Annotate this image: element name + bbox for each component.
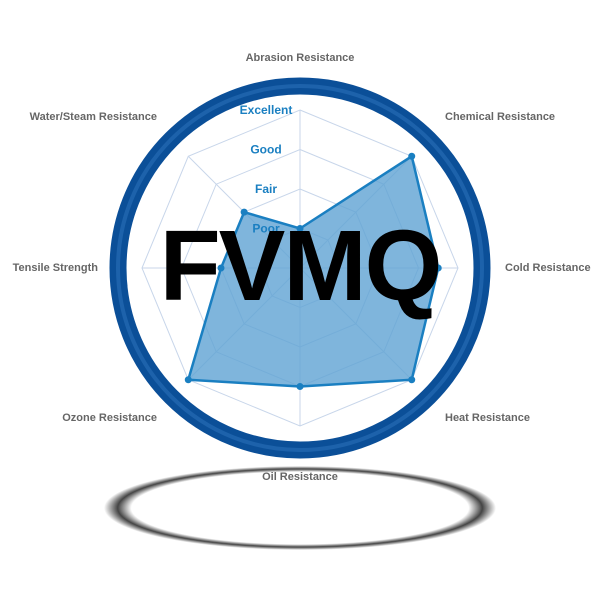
data-point[interactable]	[434, 264, 442, 272]
level-label: Poor	[252, 222, 280, 236]
level-label: Fair	[255, 182, 277, 196]
shadow	[104, 466, 496, 550]
axis-label: Heat Resistance	[445, 412, 530, 424]
axis-label: Cold Resistance	[505, 262, 591, 274]
axis-label: Chemical Resistance	[445, 111, 555, 123]
axis-label: Abrasion Resistance	[246, 52, 355, 64]
data-point[interactable]	[217, 264, 225, 272]
chart-title: FVMQ	[159, 210, 443, 322]
data-point[interactable]	[408, 152, 416, 160]
data-point[interactable]	[296, 383, 304, 390]
data-point[interactable]	[296, 225, 304, 232]
data-point[interactable]	[408, 376, 416, 384]
data-point[interactable]	[240, 208, 248, 216]
axis-label: Ozone Resistance	[62, 412, 157, 424]
axis-label: Tensile Strength	[13, 262, 99, 274]
level-label: Good	[250, 143, 281, 157]
data-point[interactable]	[184, 376, 192, 384]
axis-label: Oil Resistance	[262, 471, 338, 483]
level-label: Excellent	[240, 103, 293, 117]
axis-label: Water/Steam Resistance	[30, 111, 157, 123]
